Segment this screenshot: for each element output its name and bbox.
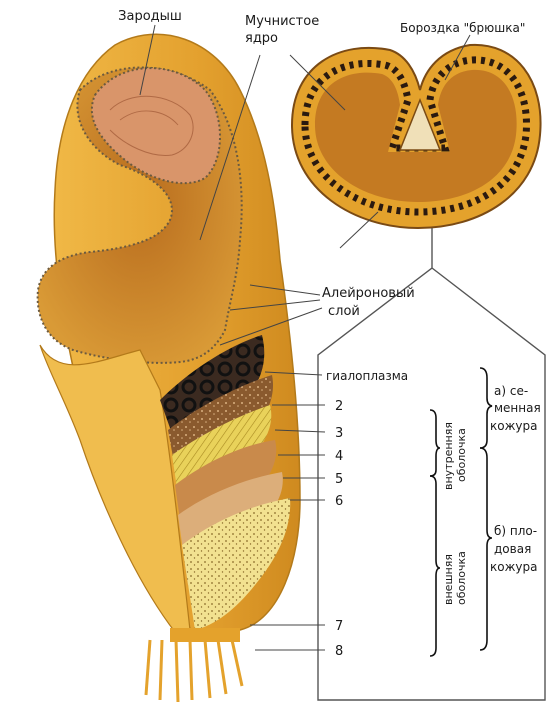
label-layer-6: 6	[335, 494, 343, 509]
svg-text:внешняя: внешняя	[442, 554, 455, 605]
grain-cross-section	[292, 45, 541, 228]
label-aleurone-line1: Алейроновый	[322, 286, 415, 301]
label-inner-shell: внутренняя оболочка	[442, 422, 468, 490]
label-seed-coat-line1: а) се-	[494, 384, 528, 398]
brush-hairs	[146, 628, 242, 702]
label-layer-7: 7	[335, 619, 343, 634]
label-seed-coat-line2: менная	[494, 401, 541, 415]
label-crease: Бороздка "брюшка"	[400, 21, 525, 35]
label-layer-3: 3	[335, 426, 343, 441]
svg-text:оболочка: оболочка	[455, 551, 468, 605]
label-aleurone-line2: слой	[328, 304, 360, 319]
label-fruit-coat-line3: кожура	[490, 560, 537, 574]
svg-text:внутренняя: внутренняя	[442, 422, 455, 490]
label-hyaloplasm: гиалоплазма	[326, 369, 408, 383]
label-fruit-coat-line2: довая	[494, 542, 531, 556]
label-seed-coat-line3: кожура	[490, 419, 537, 433]
label-endosperm-line1: Мучнистое	[245, 14, 319, 29]
label-layer-2: 2	[335, 399, 343, 414]
label-layer-4: 4	[335, 449, 343, 464]
label-embryo: Зародыш	[118, 9, 182, 24]
label-layer-8: 8	[335, 644, 343, 659]
label-outer-shell: внешняя оболочка	[442, 551, 468, 605]
grain-longitudinal-section	[38, 34, 300, 702]
label-layer-5: 5	[335, 472, 343, 487]
braces	[430, 368, 492, 656]
label-endosperm-line2: ядро	[245, 31, 278, 46]
label-fruit-coat-line1: б) пло-	[494, 524, 537, 538]
svg-text:оболочка: оболочка	[455, 428, 468, 482]
